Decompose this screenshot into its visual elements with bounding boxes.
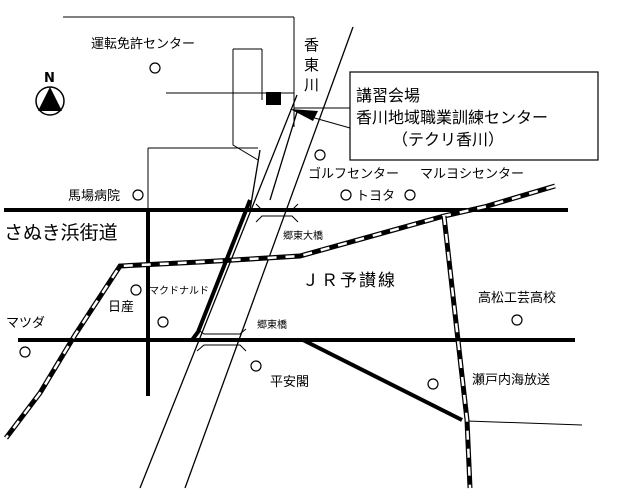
poi-golf-center (314, 149, 326, 161)
poi-mcdonalds (130, 284, 142, 296)
label-heiankaku: 平安閣 (270, 375, 309, 390)
label-sanuki-hama-kaido: さぬき浜街道 (4, 222, 118, 244)
road-river-bank (190, 199, 252, 342)
railway-jr-yosan (4, 183, 556, 489)
poi-toyota (340, 189, 352, 201)
callout-line1: 講習会場 (356, 86, 420, 105)
bridge-lower (196, 328, 247, 352)
poi-heiankaku (250, 360, 262, 372)
poi-markers (19, 62, 523, 390)
label-toyota: トヨタ (356, 189, 395, 204)
venue-callout: 講習会場 香川地域職業訓練センター （テクリ香川） (266, 71, 599, 161)
north-label: N (44, 71, 55, 86)
label-mazda: マツダ (6, 316, 45, 331)
north-arrow-pointer (38, 87, 62, 111)
bridge-upper (255, 203, 299, 223)
road-south-east (302, 338, 463, 422)
north-arrow: N (35, 71, 65, 116)
poi-takamatsu-kogei (511, 314, 523, 326)
label-river-char-2: 東 (304, 56, 319, 74)
route-labels: さぬき浜街道 ＪＲ予讃線 郷東大橋 郷東橋 香 東 川 (4, 36, 397, 331)
river-bank-west (139, 94, 298, 489)
callout-line2: 香川地域職業訓練センター (356, 108, 548, 127)
callout-box (349, 71, 599, 161)
label-maruyoshi: マルヨシセンター (420, 167, 524, 182)
railway-branch-dashes (442, 215, 472, 489)
label-golf-center: ゴルフセンター (308, 166, 399, 182)
label-jr-yosan: ＪＲ予讃線 (302, 271, 397, 291)
label-takamatsu-kogei: 高松工芸高校 (478, 290, 556, 306)
callout-line3: （テクリ香川） (392, 130, 504, 149)
venue-marker (266, 92, 281, 105)
label-setouchi-broadcast: 瀬戸内海放送 (472, 372, 550, 388)
label-bridge-upper: 郷東大橋 (283, 229, 323, 242)
label-mcdonalds: マクドナルド (149, 285, 209, 297)
railway-track-dashes (5, 184, 556, 439)
label-nissan: 日産 (108, 299, 134, 315)
poi-nissan (157, 316, 169, 328)
poi-mazda (19, 346, 31, 358)
label-river-char-1: 香 (304, 36, 319, 54)
label-license-center: 運転免許センター (91, 37, 195, 52)
label-baba-hospital: 馬場病院 (68, 189, 120, 204)
label-river-char-3: 川 (304, 76, 319, 94)
poi-baba-hospital (132, 189, 144, 201)
poi-maruyoshi (404, 189, 416, 201)
label-bridge-lower: 郷東橋 (257, 318, 287, 331)
poi-setouchi-broadcast (427, 378, 439, 390)
landmark-labels: 運転免許センター ゴルフセンター 馬場病院 トヨタ マルヨシセンター マクドナル… (6, 37, 556, 390)
poi-license-center (149, 62, 161, 74)
